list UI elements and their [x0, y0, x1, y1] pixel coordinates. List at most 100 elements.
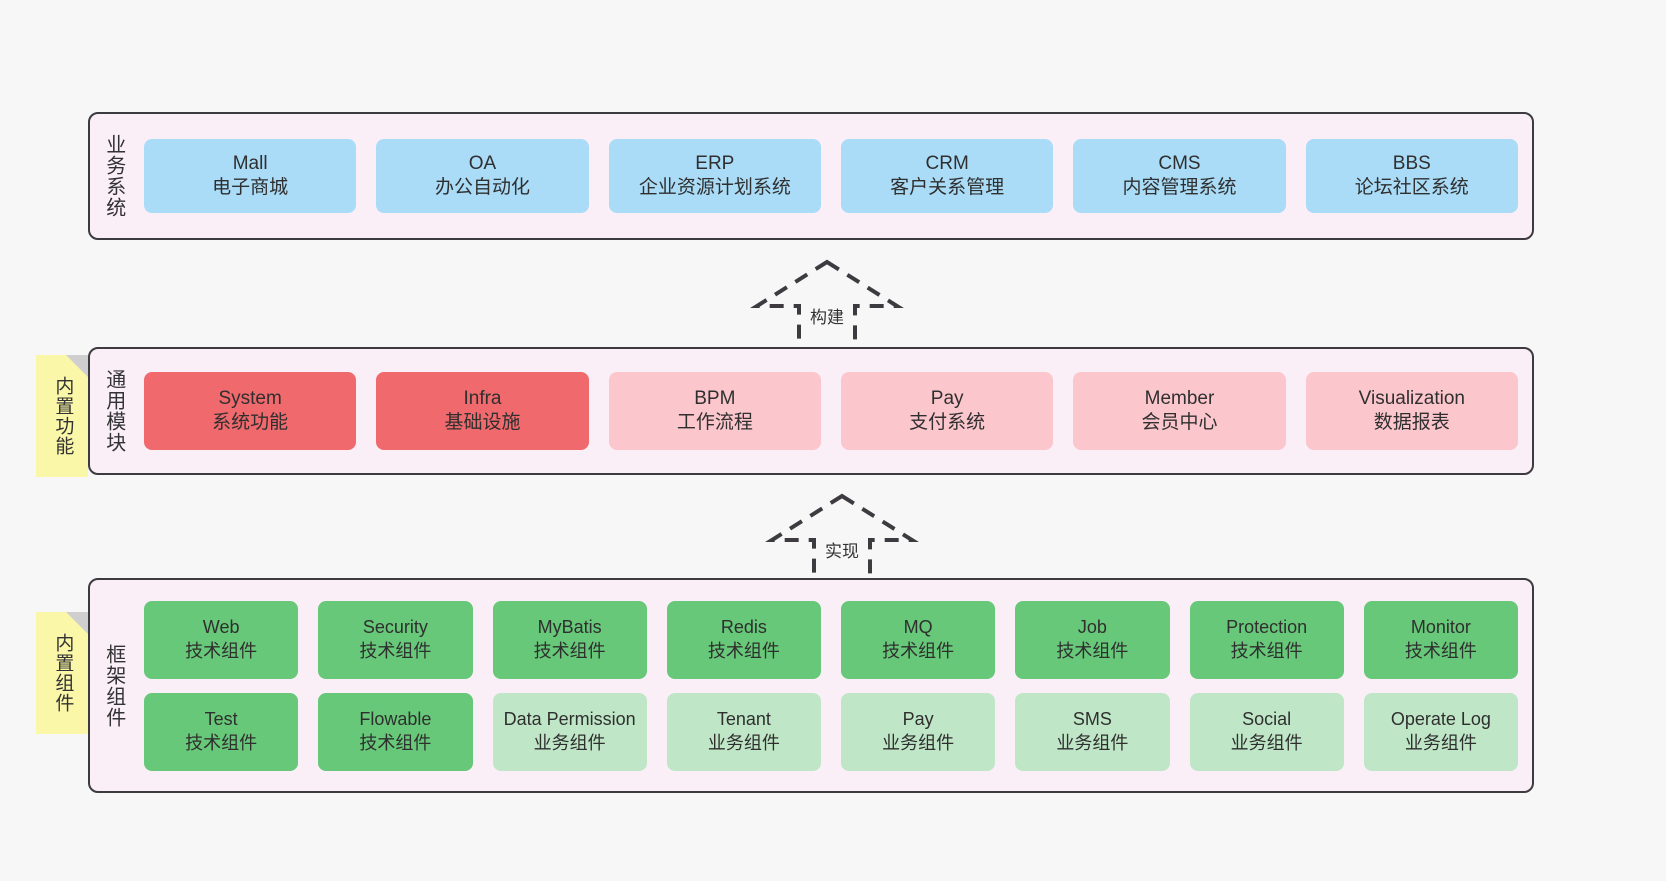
card-title: Visualization [1358, 387, 1465, 409]
card-subtitle: 系统功能 [212, 412, 289, 433]
card-title: Tenant [716, 709, 771, 730]
card-title: Redis [720, 617, 767, 638]
card-subtitle: 技术组件 [1056, 640, 1129, 661]
card-oa[interactable]: OA 办公自动化 [376, 139, 589, 213]
card-title: ERP [695, 152, 735, 174]
connector-realize: 实现 [762, 492, 922, 588]
note-label: 内置功能 [52, 376, 74, 456]
layer-title-business-systems: 业务系统 [102, 134, 125, 218]
card-title: BBS [1392, 152, 1431, 174]
card-mybatis[interactable]: MyBatis 技术组件 [492, 600, 647, 679]
card-subtitle: 技术组件 [359, 732, 432, 753]
card-bbs[interactable]: BBS 论坛社区系统 [1305, 139, 1518, 213]
card-mall[interactable]: Mall 电子商城 [144, 139, 357, 213]
card-subtitle: 业务组件 [1230, 732, 1303, 753]
card-subtitle: 数据报表 [1373, 412, 1450, 433]
card-infra[interactable]: Infra 基础设施 [376, 372, 589, 450]
card-row: Mall 电子商城 OA 办公自动化 ERP 企业资源计划系统 CRM 客户关系… [144, 139, 1518, 213]
card-title: Pay [902, 709, 934, 730]
card-title: CRM [925, 152, 969, 174]
card-title: MyBatis [537, 617, 602, 638]
card-title: Security [362, 617, 428, 638]
card-title: OA [468, 152, 497, 174]
card-title: System [218, 387, 282, 409]
card-subtitle: 内容管理系统 [1122, 177, 1237, 198]
layer-body-common-modules: System 系统功能 Infra 基础设施 BPM 工作流程 Pay 支付系统… [136, 349, 1532, 473]
folded-corner-icon [66, 612, 88, 634]
card-mq[interactable]: MQ 技术组件 [841, 600, 996, 679]
card-title: Job [1077, 617, 1107, 638]
card-monitor[interactable]: Monitor 技术组件 [1363, 600, 1518, 679]
card-cms[interactable]: CMS 内容管理系统 [1073, 139, 1286, 213]
card-pay[interactable]: Pay 支付系统 [840, 372, 1054, 450]
card-subtitle: 会员中心 [1141, 412, 1218, 433]
card-security[interactable]: Security 技术组件 [318, 600, 473, 679]
card-title: Monitor [1410, 617, 1471, 638]
card-bpm[interactable]: BPM 工作流程 [608, 372, 821, 450]
card-tenant[interactable]: Tenant 业务组件 [666, 692, 821, 771]
note-builtin-components: 内置组件 [36, 612, 88, 734]
card-protection[interactable]: Protection 技术组件 [1189, 600, 1344, 679]
card-crm[interactable]: CRM 客户关系管理 [840, 139, 1054, 213]
card-pay-business[interactable]: Pay 业务组件 [841, 692, 996, 771]
layer-business-systems: 业务系统 Mall 电子商城 OA 办公自动化 ERP 企业资源计划系统 CRM… [88, 112, 1534, 240]
layer-body-business-systems: Mall 电子商城 OA 办公自动化 ERP 企业资源计划系统 CRM 客户关系… [136, 114, 1532, 238]
card-flowable[interactable]: Flowable 技术组件 [318, 692, 473, 771]
card-operate-log[interactable]: Operate Log 业务组件 [1363, 692, 1518, 771]
card-system[interactable]: System 系统功能 [144, 372, 357, 450]
card-title: Infra [463, 387, 502, 409]
connector-label-realize: 实现 [823, 537, 861, 562]
card-subtitle: 基础设施 [444, 412, 521, 433]
connector-label-build: 构建 [808, 303, 846, 328]
card-social[interactable]: Social 业务组件 [1189, 692, 1344, 771]
card-title: Pay [930, 387, 964, 409]
card-visualization[interactable]: Visualization 数据报表 [1305, 372, 1518, 450]
card-subtitle: 办公自动化 [434, 177, 530, 198]
card-title: SMS [1072, 709, 1112, 730]
card-member[interactable]: Member 会员中心 [1073, 372, 1286, 450]
layer-title-framework-components: 框架组件 [102, 643, 125, 728]
card-title: Protection [1226, 617, 1308, 638]
card-subtitle: 技术组件 [707, 640, 780, 661]
card-title: Flowable [359, 709, 432, 730]
card-title: BPM [694, 387, 736, 409]
card-title: Web [202, 617, 240, 638]
card-title: Social [1242, 709, 1292, 730]
card-row: System 系统功能 Infra 基础设施 BPM 工作流程 Pay 支付系统… [144, 372, 1518, 450]
card-redis[interactable]: Redis 技术组件 [666, 600, 821, 679]
card-subtitle: 技术组件 [185, 640, 258, 661]
card-row: Web 技术组件 Security 技术组件 MyBatis 技术组件 Redi… [144, 600, 1518, 679]
card-title: Mall [232, 152, 268, 174]
layer-title-common-modules: 通用模块 [102, 369, 125, 453]
card-subtitle: 技术组件 [533, 640, 606, 661]
card-data-permission[interactable]: Data Permission 业务组件 [492, 692, 647, 771]
card-title: CMS [1158, 152, 1201, 174]
card-title: Operate Log [1390, 709, 1491, 730]
card-subtitle: 电子商城 [212, 177, 289, 198]
card-subtitle: 技术组件 [359, 640, 432, 661]
card-title: Test [204, 709, 238, 730]
card-erp[interactable]: ERP 企业资源计划系统 [608, 139, 821, 213]
card-web[interactable]: Web 技术组件 [144, 600, 299, 679]
card-subtitle: 业务组件 [707, 732, 780, 753]
card-test[interactable]: Test 技术组件 [144, 692, 299, 771]
card-sms[interactable]: SMS 业务组件 [1015, 692, 1170, 771]
note-builtin-features: 内置功能 [36, 355, 88, 477]
card-job[interactable]: Job 技术组件 [1015, 600, 1170, 679]
layer-common-modules: 通用模块 System 系统功能 Infra 基础设施 BPM 工作流程 Pay… [88, 347, 1534, 475]
layer-body-framework-components: Web 技术组件 Security 技术组件 MyBatis 技术组件 Redi… [136, 580, 1532, 791]
card-title: Data Permission [503, 709, 636, 730]
card-subtitle: 工作流程 [676, 412, 753, 433]
card-subtitle: 支付系统 [909, 412, 986, 433]
card-subtitle: 技术组件 [185, 732, 258, 753]
folded-corner-icon [66, 355, 88, 377]
card-subtitle: 技术组件 [1230, 640, 1303, 661]
card-subtitle: 技术组件 [1404, 640, 1477, 661]
card-subtitle: 技术组件 [882, 640, 955, 661]
card-subtitle: 业务组件 [1404, 732, 1477, 753]
card-subtitle: 业务组件 [1056, 732, 1129, 753]
card-title: MQ [903, 617, 933, 638]
card-subtitle: 业务组件 [882, 732, 955, 753]
card-subtitle: 客户关系管理 [890, 177, 1005, 198]
